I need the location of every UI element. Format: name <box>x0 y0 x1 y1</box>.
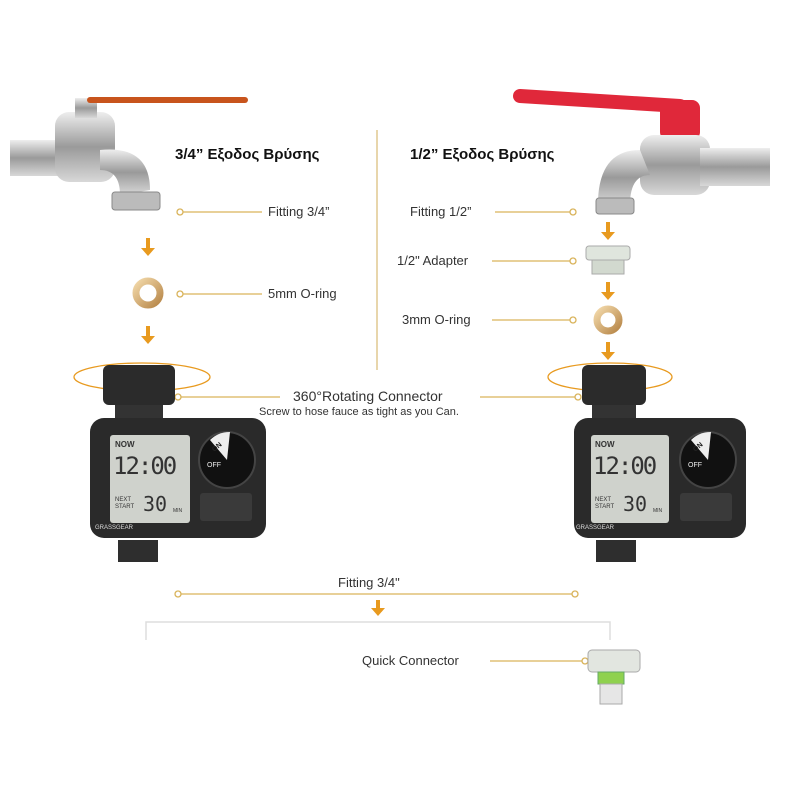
dial-off: OFF <box>688 462 702 469</box>
right-oring-label: 3mm O-ring <box>402 312 471 327</box>
lcd-start: START <box>595 504 615 510</box>
oring-5mm-image <box>132 277 164 309</box>
connector-title: 360°Rotating Connector <box>293 388 443 404</box>
brand-label: GRASSGEAR <box>576 525 615 531</box>
right-fitting-label: Fitting 1/2” <box>410 204 472 219</box>
left-title: 3/4” Εξοδος Βρύσης <box>175 146 320 163</box>
quick-connector-label: Quick Connector <box>362 653 459 668</box>
lcd-now-label: NOW <box>115 440 135 449</box>
bottom-fitting-label: Fitting 3/4" <box>338 575 400 590</box>
adapter-image <box>585 245 631 275</box>
right-title: 1/2” Εξοδος Βρύσης <box>410 146 555 163</box>
left-faucet-image <box>10 97 248 211</box>
lcd-minutes: 30 <box>623 492 648 516</box>
arrow-down-icons <box>141 222 615 616</box>
timer-left <box>73 362 266 562</box>
leader-lines <box>178 211 585 662</box>
lcd-next: NEXT <box>115 497 132 503</box>
left-oring-label: 5mm O-ring <box>268 286 337 301</box>
timer-right <box>547 362 746 562</box>
quick-connector-image <box>587 649 641 705</box>
dial-off: OFF <box>207 462 221 469</box>
lcd-time: 12:00 <box>113 452 177 480</box>
right-faucet-image <box>513 89 770 215</box>
bracket-line <box>145 621 611 640</box>
lcd-time: 12:00 <box>593 452 657 480</box>
left-fitting-label: Fitting 3/4” <box>268 204 330 219</box>
lcd-unit: MIN <box>173 508 183 514</box>
brand-label: GRASSGEAR <box>95 525 134 531</box>
leader-dots <box>174 208 589 665</box>
connector-subtitle: Screw to hose fauce as tight as you Can. <box>259 406 459 418</box>
lcd-start: START <box>115 504 135 510</box>
lcd-unit: MIN <box>653 508 663 514</box>
oring-3mm-image <box>593 305 623 335</box>
lcd-now-label: NOW <box>595 440 615 449</box>
right-adapter-label: 1/2" Adapter <box>397 253 469 268</box>
lcd-minutes: 30 <box>143 492 168 516</box>
lcd-next: NEXT <box>595 497 612 503</box>
